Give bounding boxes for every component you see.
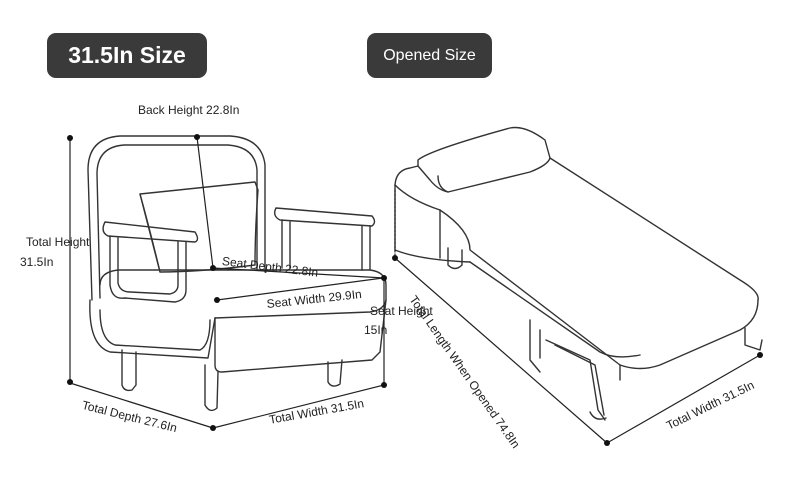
total-height-label: Total Height [26, 235, 90, 249]
seat-height-value: 15In [364, 323, 388, 337]
size-title-badge: 31.5In Size [47, 33, 207, 78]
dimension-dots [67, 134, 763, 446]
bed-illustration [394, 126, 763, 421]
back-height-label: Back Height 22.8In [138, 103, 240, 117]
opened-size-badge: Opened Size [367, 33, 492, 78]
chair-illustration [87, 135, 387, 412]
dimension-lines [69, 136, 761, 444]
total-height-value: 31.5In [20, 255, 54, 269]
seat-height-label: Seat Height [370, 304, 433, 318]
